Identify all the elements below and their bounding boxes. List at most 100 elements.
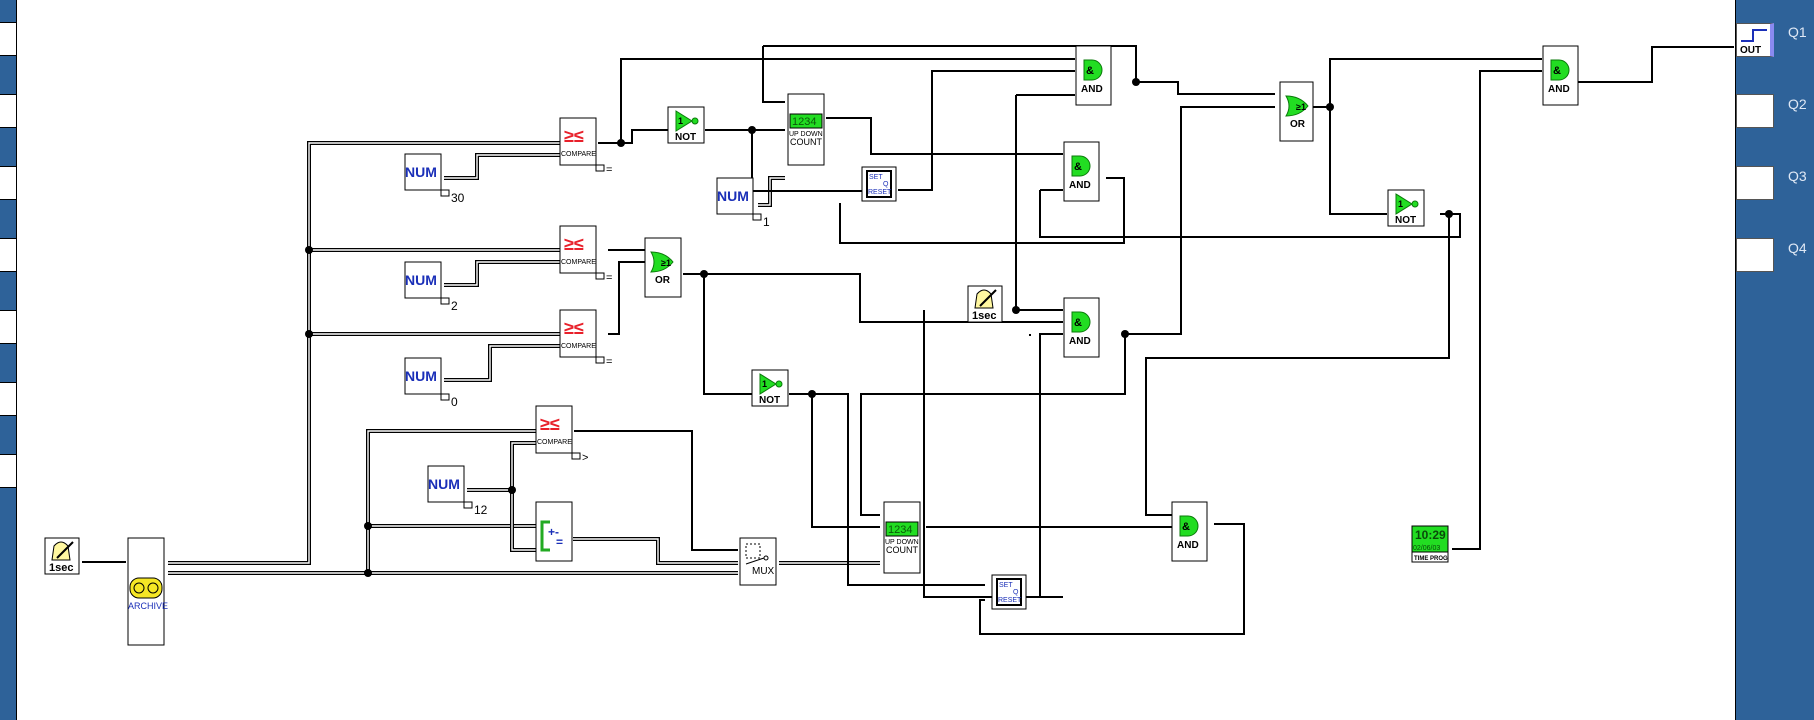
counter-line1: UP DOWN — [789, 131, 823, 138]
compare-block-2[interactable]: ≥≤ COMPARE = — [559, 225, 612, 284]
num-value: 1 — [763, 215, 770, 229]
timer-block-2[interactable]: 1sec — [967, 285, 1003, 323]
and-gate-1[interactable]: & AND — [1075, 45, 1112, 106]
not-gate-3[interactable]: 1 NOT — [1387, 189, 1425, 227]
and-gate-2[interactable]: & AND — [1063, 141, 1100, 202]
and-icon — [1071, 155, 1091, 177]
num-block-0[interactable]: NUM 0 — [404, 357, 458, 409]
timer-label: 1sec — [49, 562, 73, 574]
num-label: NUM — [428, 476, 460, 492]
not-icon — [675, 110, 693, 132]
bus-wires — [168, 141, 880, 575]
counter-line2: COUNT — [790, 137, 822, 147]
output-slot-q2[interactable] — [1736, 94, 1774, 128]
counter-display — [789, 113, 823, 129]
svg-text:=: = — [556, 535, 563, 549]
compare-icon: ≥≤ — [564, 234, 584, 254]
output-slot-q1[interactable]: OUT — [1736, 23, 1774, 57]
archive-block[interactable]: ARCHIVE — [127, 537, 168, 646]
timer-block[interactable]: 1sec — [44, 537, 80, 575]
mux-block[interactable]: MUX — [739, 537, 777, 586]
counter-display — [885, 521, 919, 537]
counter-line2: COUNT — [886, 545, 918, 555]
and-gate-5[interactable]: & AND — [1542, 45, 1579, 106]
or-gate-1[interactable]: ≥1 OR — [644, 237, 682, 298]
output-label-q1: Q1 — [1788, 24, 1807, 40]
input-slot[interactable] — [0, 382, 16, 416]
reset-label: RESET — [998, 597, 1022, 604]
input-slot[interactable] — [0, 22, 16, 56]
num-block-1[interactable]: NUM 1 — [716, 177, 770, 229]
num-block-2[interactable]: NUM 2 — [404, 261, 458, 313]
compare-block-4[interactable]: ≥≤ COMPARE > — [535, 405, 588, 464]
or-gate-2[interactable]: ≥1 OR — [1279, 81, 1314, 142]
output-label-q3: Q3 — [1788, 168, 1807, 184]
output-panel: OUT Q1 Q2 Q3 Q4 — [1735, 0, 1814, 720]
and-symbol: & — [1074, 161, 1082, 173]
left-input-rail — [0, 0, 17, 720]
or-symbol: ≥1 — [1296, 102, 1306, 112]
counter-block-2[interactable]: 1234 UP DOWN COUNT — [883, 501, 921, 574]
num-value: 12 — [474, 503, 488, 517]
math-block[interactable]: +- = — [535, 501, 573, 562]
compare-icon: ≥≤ — [564, 318, 584, 338]
output-label-q2: Q2 — [1788, 96, 1807, 112]
input-slot[interactable] — [0, 94, 16, 128]
gate-label: AND — [1069, 336, 1091, 347]
timeprog-block[interactable]: 10:29 02/06/03 TIME PROG — [1411, 525, 1449, 563]
input-slot[interactable] — [0, 166, 16, 200]
not-gate-2[interactable]: 1 NOT — [751, 369, 789, 407]
gate-label: AND — [1081, 84, 1103, 95]
mux-label: MUX — [752, 566, 775, 577]
output-slot-q3[interactable] — [1736, 166, 1774, 200]
not-symbol: 1 — [678, 116, 683, 126]
input-slot[interactable] — [0, 454, 16, 488]
num-block-12[interactable]: NUM 12 — [427, 465, 488, 517]
counter-line1: UP DOWN — [885, 539, 919, 546]
and-gate-3[interactable]: & AND — [1063, 297, 1100, 358]
and-symbol: & — [1182, 521, 1190, 533]
reset-label: RESET — [868, 189, 892, 196]
gate-label: OR — [655, 275, 671, 286]
gate-label: OR — [1290, 119, 1306, 130]
compare-label: COMPARE — [561, 259, 596, 266]
compare-block-1[interactable]: ≥≤ COMPARE = — [559, 117, 612, 176]
archive-label: ARCHIVE — [128, 601, 168, 611]
not-gate-1[interactable]: 1 NOT — [667, 106, 705, 144]
or-symbol: ≥1 — [661, 258, 671, 268]
compare-label: COMPARE — [537, 439, 572, 446]
output-slot-q4[interactable] — [1736, 238, 1774, 272]
compare-block-3[interactable]: ≥≤ COMPARE = — [559, 309, 612, 368]
not-symbol: 1 — [1398, 199, 1403, 209]
gate-label: AND — [1069, 180, 1091, 191]
svg-text:+-: +- — [548, 525, 559, 539]
out-block-label: OUT — [1740, 45, 1761, 56]
input-slot[interactable] — [0, 238, 16, 272]
set-label: SET — [999, 582, 1013, 589]
not-symbol: 1 — [762, 379, 767, 389]
num-block-30[interactable]: NUM 30 — [404, 153, 465, 205]
junction-dots — [305, 78, 1453, 577]
timer-label: 1sec — [972, 310, 996, 322]
num-label: NUM — [717, 188, 749, 204]
input-slot[interactable] — [0, 310, 16, 344]
or-icon — [1285, 95, 1309, 117]
num-label: NUM — [405, 272, 437, 288]
and-gate-4[interactable]: & AND — [1171, 501, 1208, 562]
not-icon — [759, 373, 777, 395]
gate-label: AND — [1177, 540, 1199, 551]
counter-block-1[interactable]: 1234 UP DOWN COUNT — [787, 93, 825, 166]
not-icon — [1395, 193, 1413, 215]
timeprog-time: 10:29 — [1415, 528, 1446, 542]
compare-op: = — [606, 164, 612, 176]
timeprog-date: 02/06/03 — [1413, 545, 1440, 552]
or-icon — [650, 251, 674, 273]
step-output-icon: OUT — [1740, 29, 1767, 56]
gate-label: NOT — [759, 395, 780, 406]
and-icon — [1550, 59, 1570, 81]
num-value: 30 — [451, 191, 465, 205]
counter-value: 1234 — [792, 116, 816, 128]
setreset-block-1[interactable]: SET Q RESET — [861, 166, 897, 202]
setreset-block-2[interactable]: SET Q RESET — [991, 574, 1027, 610]
